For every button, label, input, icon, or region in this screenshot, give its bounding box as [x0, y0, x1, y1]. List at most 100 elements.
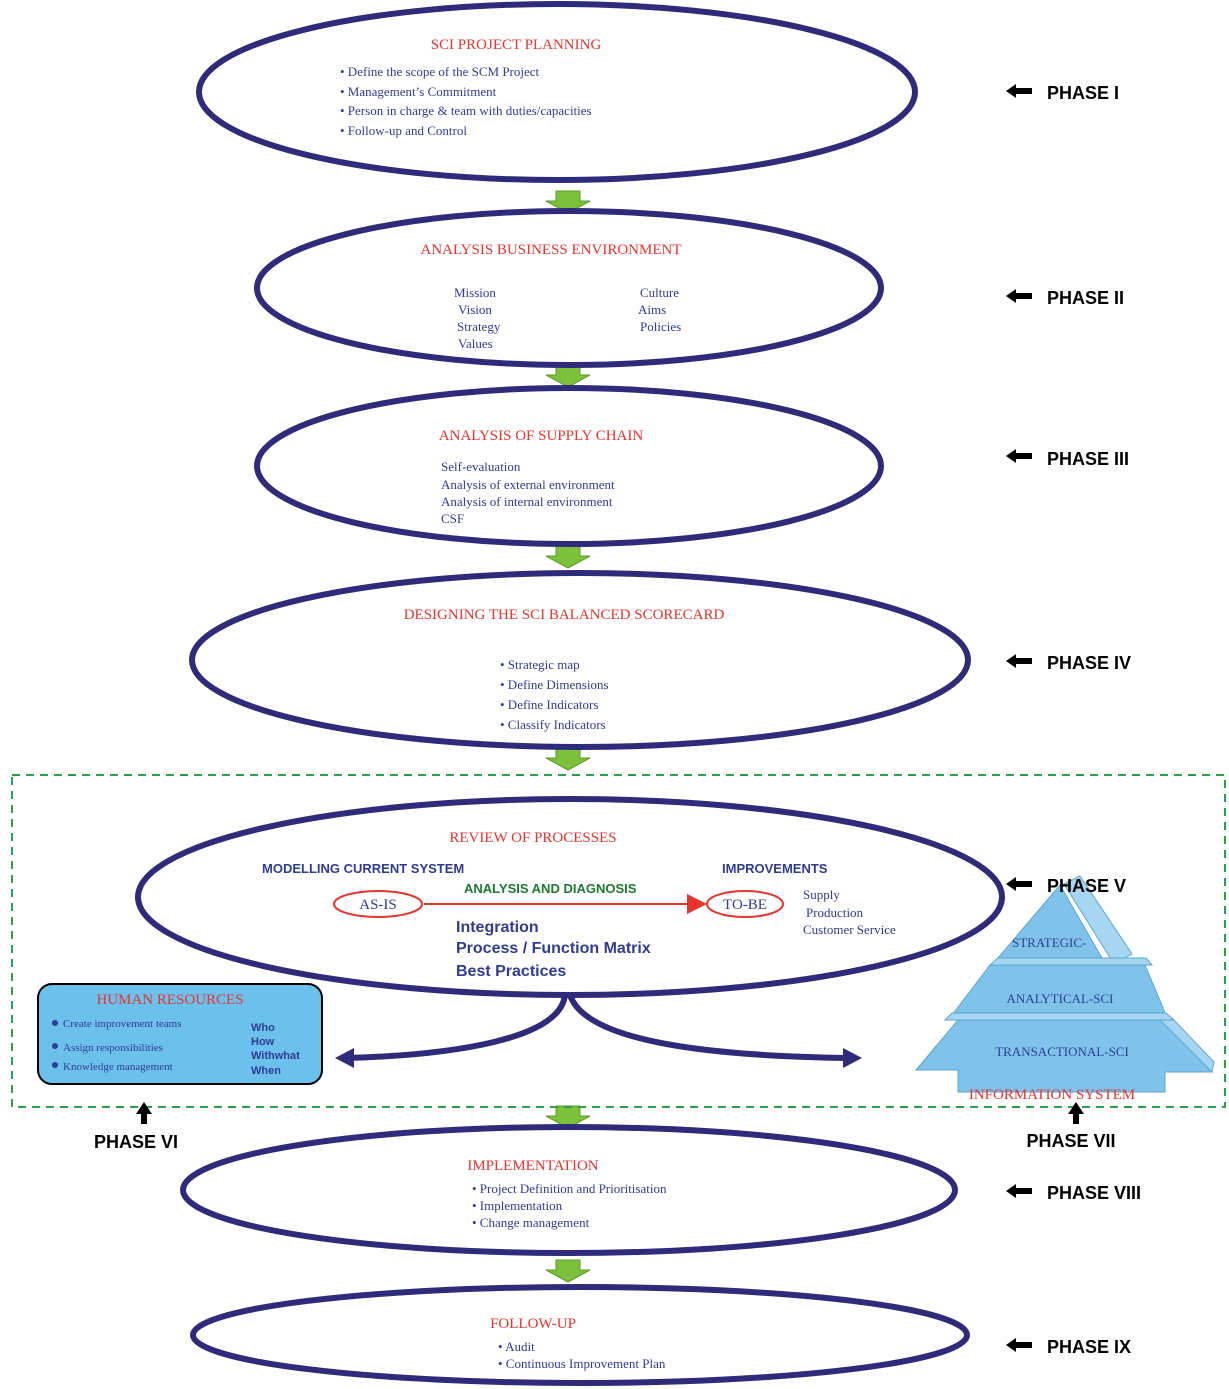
phase-9-title: FOLLOW-UP — [490, 1316, 576, 1332]
improvements-label: IMPROVEMENTS — [722, 861, 828, 876]
bullet-icon — [52, 1043, 58, 1049]
center-item: Integration — [456, 919, 539, 936]
phase-4-node: DESIGNING THE SCI BALANCED SCORECARD • S… — [189, 570, 971, 750]
phase-1-item: • Define the scope of the SCM Project — [340, 64, 540, 79]
left-arrow-icon — [1006, 877, 1032, 891]
phase-4-item: • Define Dimensions — [500, 677, 609, 692]
modelling-label: MODELLING CURRENT SYSTEM — [262, 861, 464, 876]
branch-left-head — [335, 1048, 354, 1068]
phase-8-item: • Change management — [472, 1215, 590, 1230]
green-arrows — [545, 190, 591, 1283]
arrow-down-6 — [545, 1259, 591, 1283]
phase-3-item: Self-evaluation — [441, 459, 521, 474]
left-arrow-icon — [1006, 84, 1032, 98]
phase-9-node: FOLLOW-UP • Audit • Continuous Improveme… — [190, 1284, 970, 1386]
left-arrow-icon — [1006, 1338, 1032, 1352]
target-item: Supply — [803, 887, 840, 902]
phase-2-label: PHASE II — [1047, 288, 1124, 308]
hr-item: Create improvement teams — [63, 1018, 182, 1030]
pyramid-level-strategic: STRATEGIC- — [1012, 935, 1086, 950]
human-resources-box — [37, 983, 323, 1085]
phase-5-title: REVIEW OF PROCESSES — [449, 830, 616, 846]
phase-7-label: PHASE VII — [1026, 1131, 1115, 1151]
phase-5-node: REVIEW OF PROCESSES MODELLING CURRENT SY… — [135, 796, 1005, 998]
phase-9-ellipse — [190, 1284, 970, 1386]
phase-2-left-item: Vision — [458, 302, 492, 317]
hr-question: How — [251, 1036, 275, 1048]
pyramid-top-ledge — [988, 957, 1154, 966]
left-arrow-icon — [1006, 1184, 1032, 1198]
phase-8-title: IMPLEMENTATION — [467, 1158, 598, 1174]
left-arrow-icon — [1006, 449, 1032, 463]
as-is-label: AS-IS — [359, 897, 397, 913]
center-item: Best Practices — [456, 963, 566, 980]
phase-9-item: • Continuous Improvement Plan — [498, 1356, 666, 1371]
hr-question: Withwhat — [251, 1050, 300, 1062]
pyramid-top-slab — [1063, 875, 1133, 965]
phase-1-title: SCI PROJECT PLANNING — [431, 37, 602, 53]
analysis-label: ANALYSIS AND DIAGNOSIS — [464, 881, 637, 896]
branch-left-curve — [347, 994, 568, 1061]
to-be-badge — [706, 890, 784, 918]
information-system-title: INFORMATION SYSTEM — [969, 1087, 1135, 1103]
target-item: Production — [806, 905, 864, 920]
phase-2-left-item: Mission — [454, 285, 496, 300]
hr-item: Assign responsibilities — [63, 1042, 163, 1054]
phase-6-label: PHASE VI — [94, 1132, 178, 1152]
left-arrow-icon — [1006, 654, 1032, 668]
to-be-label: TO-BE — [723, 897, 767, 913]
phase-group-frame — [11, 774, 1226, 1108]
phase-1-label: PHASE I — [1047, 83, 1119, 103]
phase-8-item: • Project Definition and Prioritisation — [472, 1181, 667, 1196]
phase-8-ellipse — [180, 1124, 958, 1256]
hr-question: Who — [251, 1022, 275, 1034]
phase-9-label: PHASE IX — [1047, 1337, 1131, 1357]
phase-1-item: • Person in charge & team with duties/ca… — [340, 103, 592, 118]
phase-8-item: • Implementation — [472, 1198, 563, 1213]
up-arrow-phase-7 — [1068, 1102, 1084, 1124]
center-item: Process / Function Matrix — [456, 940, 651, 957]
target-item: Customer Service — [803, 922, 896, 937]
arrow-down-1 — [545, 190, 591, 214]
phase-6-box: HUMAN RESOURCES Create improvement teams… — [37, 983, 323, 1085]
pyramid-mid-top — [943, 1012, 1176, 1021]
phase-1-item: • Management’s Commitment — [340, 84, 497, 99]
phase-2-left-item: Values — [458, 336, 493, 351]
phase-2-right-item: Culture — [640, 285, 679, 300]
phase-2-node: ANALYSIS BUSINESS ENVIRONMENT Mission Vi… — [254, 208, 884, 368]
phase-8-label: PHASE VIII — [1047, 1183, 1141, 1203]
phase-7-pyramid — [914, 875, 1215, 1093]
phase-4-item: • Strategic map — [500, 657, 580, 672]
phase-5-label: PHASE V — [1047, 876, 1126, 896]
up-arrow-phase-6 — [136, 1102, 152, 1124]
arrow-down-2 — [545, 364, 591, 388]
phase-5-ellipse — [135, 796, 1005, 998]
phase-4-title: DESIGNING THE SCI BALANCED SCORECARD — [404, 607, 725, 623]
branch-arrows — [347, 993, 851, 1061]
phase-4-item: • Classify Indicators — [500, 717, 606, 732]
phase-3-node: ANALYSIS OF SUPPLY CHAIN Self-evaluation… — [254, 385, 884, 547]
pyramid-level-transactional: TRANSACTIONAL-SCI — [995, 1044, 1129, 1059]
phase-2-right-item: Policies — [640, 319, 681, 334]
pyramid-mid-layer — [950, 964, 1167, 1016]
bullet-icon — [52, 1020, 58, 1026]
phase-4-label: PHASE IV — [1047, 653, 1131, 673]
phase-9-item: • Audit — [498, 1339, 535, 1354]
phase-1-ellipse — [196, 1, 918, 183]
pyramid-level-analytical: ANALYTICAL-SCI — [1006, 991, 1113, 1006]
phase-2-ellipse — [254, 208, 884, 368]
phase-3-item: Analysis of external environment — [441, 477, 615, 492]
hr-item: Knowledge management — [63, 1061, 173, 1073]
phase-3-item: Analysis of internal environment — [441, 494, 613, 509]
left-arrow-icon — [1006, 289, 1032, 303]
phase-3-label: PHASE III — [1047, 449, 1129, 469]
arrow-down-3 — [545, 545, 591, 569]
phase-2-right-item: Aims — [638, 302, 666, 317]
phase-2-left-item: Strategy — [457, 319, 501, 334]
up-arrows — [136, 1102, 1084, 1124]
phase-1-item: • Follow-up and Control — [340, 123, 467, 138]
branch-right-curve — [567, 993, 851, 1061]
bullet-icon — [52, 1062, 58, 1068]
